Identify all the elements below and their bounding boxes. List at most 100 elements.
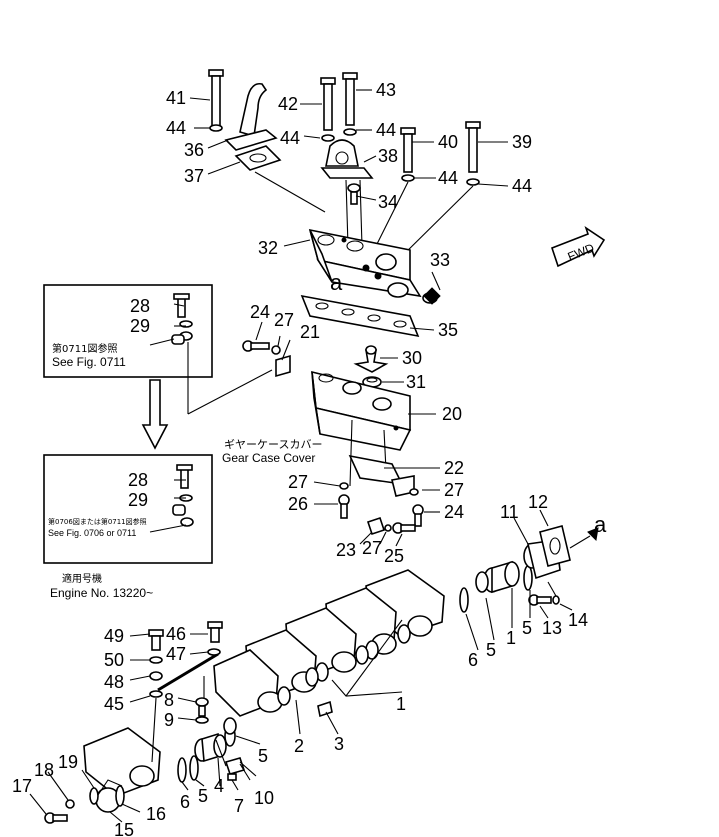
bolt-49	[148, 629, 164, 651]
washer-18	[65, 799, 75, 809]
connector-a-top: a	[330, 270, 343, 295]
manifold-sections-1	[213, 569, 445, 717]
bolt-26	[338, 494, 350, 519]
washer-27-upper	[271, 345, 281, 355]
callout-5-b: 5	[522, 618, 532, 638]
callout-3: 3	[334, 734, 344, 754]
callout-15: 15	[114, 820, 134, 837]
notes: 第0711図参照 See Fig. 0711 第0706図または第0711図参照…	[48, 342, 322, 600]
callout-38: 38	[378, 146, 398, 166]
leader-lines	[29, 89, 573, 823]
gear-case-cover-en: Gear Case Cover	[222, 451, 315, 465]
bolt-17	[44, 812, 68, 824]
callout-37: 37	[184, 166, 204, 186]
bolt-24-upper	[242, 340, 270, 352]
callout-44-a: 44	[166, 118, 186, 138]
callout-21: 21	[300, 322, 320, 342]
callout-40: 40	[438, 132, 458, 152]
bolt-8	[195, 697, 209, 717]
inset-bottom-ref-jp: 第0706図または第0711図参照	[48, 517, 147, 526]
callout-2: 2	[294, 736, 304, 756]
callout-32: 32	[258, 238, 278, 258]
callout-9: 9	[164, 710, 174, 730]
callout-39: 39	[512, 132, 532, 152]
applicable-jp: 適用号機	[62, 572, 102, 585]
bolt-13	[528, 594, 552, 606]
callout-36: 36	[184, 140, 204, 160]
bellows-1	[277, 624, 411, 706]
callout-27-d: 27	[362, 538, 382, 558]
seal-6-right	[459, 587, 469, 613]
thermostat-30	[353, 345, 389, 373]
callout-12: 12	[528, 492, 548, 512]
callout-48: 48	[104, 672, 124, 692]
inset-box-bottom	[43, 454, 213, 564]
gear-case-cover-20	[311, 370, 412, 451]
manifold-32	[308, 228, 422, 298]
bolt-24-lower	[412, 504, 424, 527]
callout-5-c: 5	[258, 746, 268, 766]
bolt-23	[366, 516, 386, 536]
bracket-21	[275, 354, 291, 378]
callout-8: 8	[164, 690, 174, 710]
plug-33	[422, 287, 441, 305]
callout-28-inset-top: 28	[130, 296, 150, 316]
callout-43: 43	[376, 80, 396, 100]
elbow-36	[208, 69, 278, 151]
fwd-arrow-icon: FWD	[551, 226, 606, 268]
bolt-34	[347, 183, 361, 205]
callout-50: 50	[104, 650, 124, 670]
bracket-38	[320, 139, 374, 179]
nut-48	[149, 671, 163, 681]
callout-6-b: 6	[180, 792, 190, 812]
callout-14: 14	[568, 610, 588, 630]
seal-19	[89, 787, 99, 805]
callout-34: 34	[378, 192, 398, 212]
seal-5-low	[223, 717, 237, 735]
callout-11: 11	[500, 502, 519, 522]
connector-1-left	[194, 732, 227, 763]
callout-5-a: 5	[486, 640, 496, 660]
callout-25: 25	[384, 546, 404, 566]
callout-24-b: 24	[444, 502, 464, 522]
callout-1-b: 1	[396, 694, 406, 714]
nut-7	[227, 773, 237, 781]
callout-7: 7	[234, 796, 244, 816]
connector-a-right: a	[594, 512, 607, 537]
callout-29-inset-bottom: 29	[128, 490, 148, 510]
plug-3	[317, 700, 333, 718]
seal-5-right	[523, 565, 533, 591]
callout-27-c: 27	[288, 472, 308, 492]
end-block	[83, 727, 161, 797]
callout-33: 33	[430, 250, 450, 270]
seal-16	[115, 785, 125, 807]
callout-42: 42	[278, 94, 298, 114]
washer-27-low	[384, 524, 392, 532]
callout-47: 47	[166, 644, 186, 664]
callout-labels: 41 44 36 37 42 43 44 44 38 34 40 39 44 4…	[12, 80, 607, 837]
callout-1-a: 1	[506, 628, 516, 648]
callout-20: 20	[442, 404, 462, 424]
callout-26: 26	[288, 494, 308, 514]
callout-16: 16	[146, 804, 166, 824]
callout-27-a: 27	[274, 310, 294, 330]
seal-5-left	[189, 755, 199, 781]
callout-23: 23	[336, 540, 356, 560]
bolts-39-40	[400, 121, 481, 186]
callout-30: 30	[402, 348, 422, 368]
washer-45	[149, 690, 163, 698]
callout-4: 4	[214, 776, 224, 796]
callout-45: 45	[104, 694, 124, 714]
inset-bottom-ref-en: See Fig. 0706 or 0711	[48, 528, 136, 538]
washer-50	[149, 656, 163, 664]
callout-44-b: 44	[280, 128, 300, 148]
callout-28-inset-bottom: 28	[128, 470, 148, 490]
bolt-46	[207, 621, 223, 643]
bolts-42-43	[320, 72, 358, 142]
callout-17: 17	[12, 776, 32, 796]
callout-41: 41	[166, 88, 186, 108]
bolt-25	[392, 522, 416, 534]
callout-44-e: 44	[512, 176, 532, 196]
washer-14	[552, 595, 560, 605]
